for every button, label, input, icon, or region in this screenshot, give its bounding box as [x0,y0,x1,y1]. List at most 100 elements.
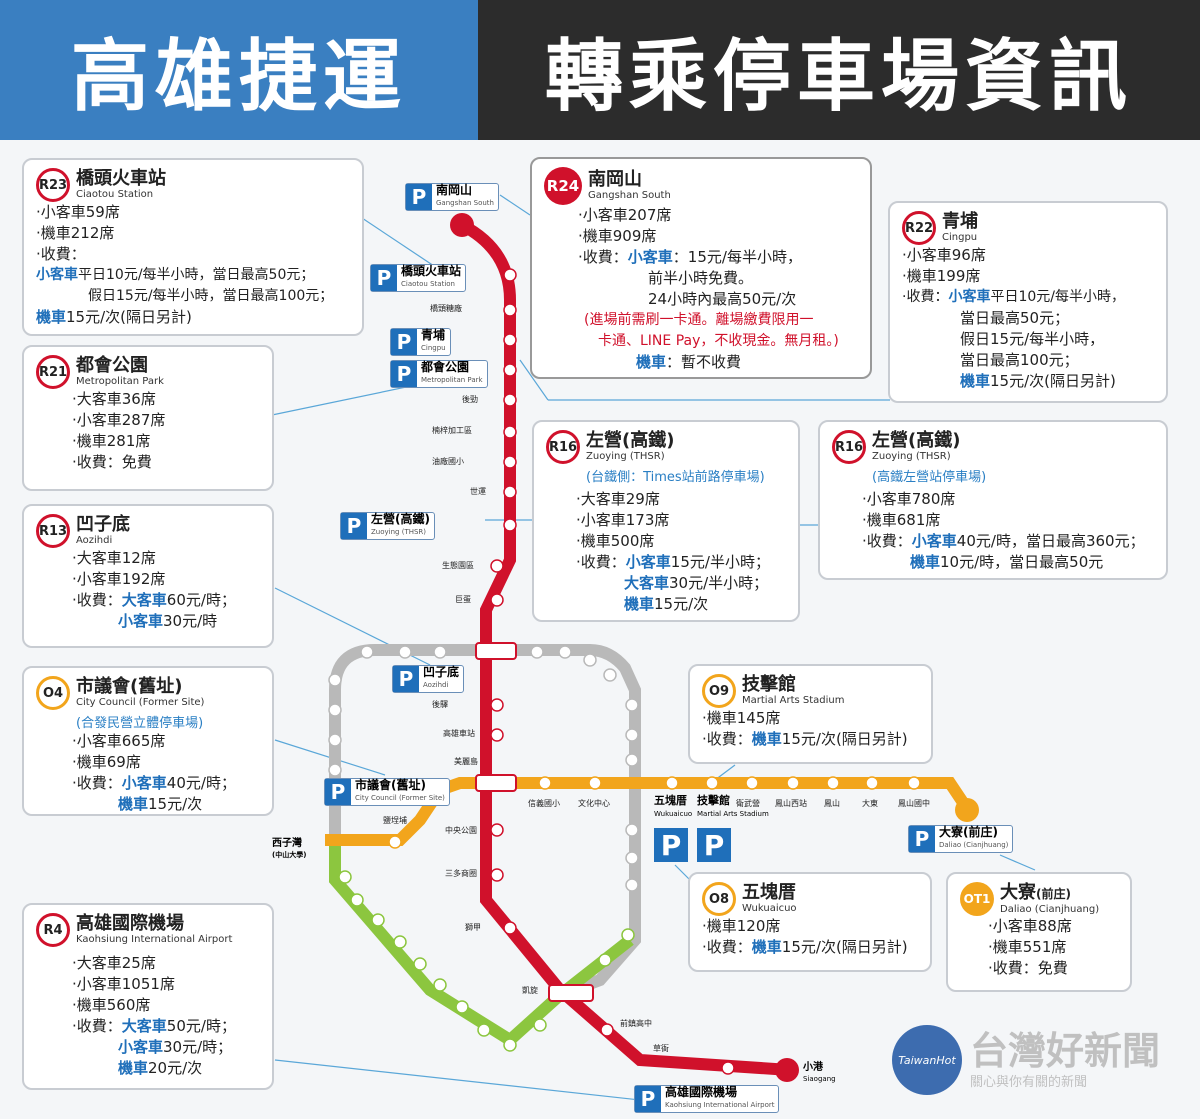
vehicle-type: 小客車 [948,289,991,305]
fee-text: 15元/次(隔日另計) [990,372,1116,390]
info-line: ·機車681席 [862,511,941,529]
info-line: ·機車560席 [72,996,151,1014]
station-name-zh: 左營(高鐵) [872,430,961,451]
info-line: ·小客車59席 [36,203,120,221]
info-line: 假日15元/每半小時， [960,330,1105,348]
info-line: ·小客車665席 [72,732,166,750]
vehicle-type: 小客車 [36,267,78,283]
info-line: ·收費： [36,245,86,263]
fee-label: ·收費： [862,532,912,550]
station-badge: R13 [36,514,70,548]
info-line: ·收費：大客車60元/時； [72,590,260,611]
station-name-zh: 橋頭火車站 [76,168,166,189]
label-en: Daliao (Cianjhuang) [939,841,1009,849]
station-name-zh: 青埔 [942,211,978,232]
info-line: ·收費：機車15元/次(隔日另計) [702,729,919,750]
info-line: ·機車120席 [702,917,781,935]
label-zh: 都會公園 [421,360,470,374]
fee-text: ：暫不收費 [666,353,742,371]
header-title-left: 高雄捷運 [0,0,478,140]
info-line: 小客車平日10元/每半小時，當日最高50元； [36,265,350,286]
info-note: 卡通、LINE Pay，不收現金。無月租。) [598,333,839,349]
red-line [459,219,791,1076]
info-line: ·大客車12席 [72,549,156,567]
station-name: 美麗島 [454,757,478,766]
station-badge: R24 [544,167,582,205]
info-line: ·收費：小客車40元/時； [72,773,260,794]
station-name: 三多商圈 [445,869,477,878]
station-name-en: City Council (Former Site) [76,697,205,708]
ot1-terminal [955,798,979,822]
card-o4: O4 市議會(舊址)City Council (Former Site) (合發… [22,666,274,816]
label-en: Zuoying (THSR) [371,528,427,536]
station-name: 鳳山 [824,799,840,808]
fee-label: ·收費： [902,289,949,305]
station-name: 世運 [470,487,486,496]
station-note: (合發民營立體停車場) [76,716,204,731]
label-zh: 技擊館 [697,794,730,807]
parking-icon: P [371,265,397,291]
vehicle-type: 小客車 [911,532,957,550]
label-zh: 小港 [803,1062,823,1073]
station-name: 草衙 [653,1044,669,1053]
connector-lines [271,194,1036,1101]
station-name: 獅甲 [465,923,481,932]
fee-label: ·收費： [702,938,752,956]
label-zh: 南岡山 [436,183,473,197]
watermark: TaiwanHot 台灣好新聞 關心與你有關的新聞 [892,1025,1160,1095]
station-name-zh: 都會公園 [76,355,148,376]
station-name: 油廠國小 [432,457,464,466]
station-name-zh-sub: (前庄) [1036,886,1071,901]
vehicle-type: 機車 [36,308,67,326]
fee-text: 15元/次 [654,595,709,613]
station-badge: O4 [36,676,70,710]
station-name-zh-main: 大寮 [1000,881,1036,903]
station-name: 橋頭糖廠 [430,304,462,313]
station-name-zh: 技擊館 [742,674,796,695]
station-note: (台鐵側：Times站前路停車場) [586,470,765,485]
station-name-zh: 五塊厝 [742,882,796,903]
info-line: 機車10元/時，當日最高50元 [862,552,1154,573]
info-line: ·收費：小客車：15元/每半小時， [578,247,858,268]
vehicle-type: 機車 [960,372,991,390]
info-line: ·小客車192席 [72,570,166,588]
r6-interchange [548,984,594,1002]
station-name-zh: 市議會(舊址) [76,676,183,697]
fee-text: 15元/次(隔日另計) [66,308,192,326]
vehicle-type: 機車 [118,795,149,813]
info-line: ·小客車287席 [72,411,166,429]
parking-icon: P [325,779,351,805]
station-name-en: Cingpu [942,232,978,243]
vehicle-type: 大客車 [624,574,670,592]
info-line: ·小客車96席 [902,246,986,264]
station-name: 生態園區 [442,561,474,570]
info-line: 機車20元/次 [72,1058,260,1079]
info-line: ·收費：小客車15元/半小時； [576,552,786,573]
fee-text: 15元/次(隔日另計) [781,938,908,956]
station-note: (高鐵左營站停車場) [872,470,987,485]
station-name-zh: 凹子底 [76,514,130,535]
info-line: ·收費：免費 [72,453,152,471]
fee-text: 15元/次(隔日另計) [781,730,908,748]
o8-parking-icon: P [654,828,688,862]
vehicle-type: 大客車 [121,591,167,609]
station-name: 鹽埕埔 [383,816,407,825]
r24-terminal [450,213,474,237]
station-badge: R22 [902,211,936,245]
info-line: ·小客車780席 [862,490,956,508]
fee-text: 15元/次 [148,795,203,813]
vehicle-type: 機車 [910,553,941,571]
fee-text: 平日10元/每半小時， [990,289,1125,305]
green-stations [338,870,635,1052]
label-zh: 凹子底 [423,665,460,679]
vehicle-type: 機車 [636,353,667,371]
info-line: ·收費：免費 [988,959,1068,977]
station-badge: R23 [36,168,70,202]
